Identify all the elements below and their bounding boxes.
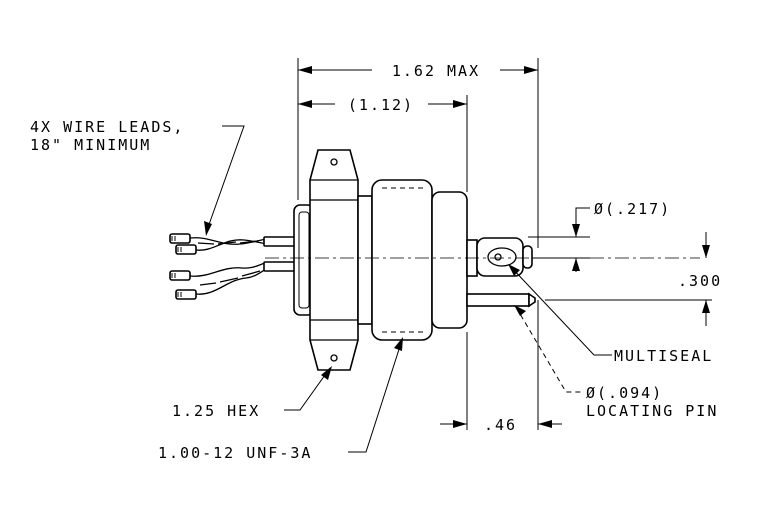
dimension-body-length: (1.12) [298, 96, 467, 114]
threaded-body [371, 179, 433, 341]
multiseal-diameter-label: Ø(.217) [594, 200, 671, 218]
locating-pin [466, 292, 536, 308]
multiseal-contact [476, 237, 533, 277]
dimension-pin-spacing: .300 [678, 232, 722, 326]
thread-callout: 1.00-12 UNF-3A [158, 337, 403, 462]
wire-leads-callout: 4X WIRE LEADS, 18" MINIMUM [30, 118, 245, 236]
multiseal-label: MULTISEAL [614, 347, 713, 365]
multiseal-callout: MULTISEAL [508, 264, 713, 365]
wire-leads-label-line1: 4X WIRE LEADS, [30, 118, 184, 136]
wire-leads [169, 233, 305, 300]
dimension-pin-length: .46 [440, 416, 562, 434]
locating-pin-callout: Ø(.094) LOCATING PIN [514, 305, 718, 420]
hex-callout: 1.25 HEX [172, 366, 332, 420]
extension-lines [297, 58, 712, 430]
locating-pin-diameter-label: Ø(.094) [586, 384, 663, 402]
dimension-multiseal-diameter: Ø(.217) [572, 200, 671, 272]
pin-length-label: .46 [484, 416, 517, 434]
body-length-label: (1.12) [348, 96, 414, 114]
locating-pin-label: LOCATING PIN [586, 402, 718, 420]
hex-label: 1.25 HEX [172, 402, 260, 420]
hex-neck [357, 195, 373, 325]
rear-body [431, 191, 468, 329]
overall-length-label: 1.62 MAX [392, 62, 480, 80]
wire-leads-label-line2: 18" MINIMUM [30, 136, 151, 154]
connector-body [169, 149, 536, 371]
thread-label: 1.00-12 UNF-3A [158, 444, 312, 462]
hex-nut [309, 149, 359, 371]
dimension-overall-length: 1.62 MAX [298, 62, 538, 80]
pin-spacing-label: .300 [678, 272, 722, 290]
